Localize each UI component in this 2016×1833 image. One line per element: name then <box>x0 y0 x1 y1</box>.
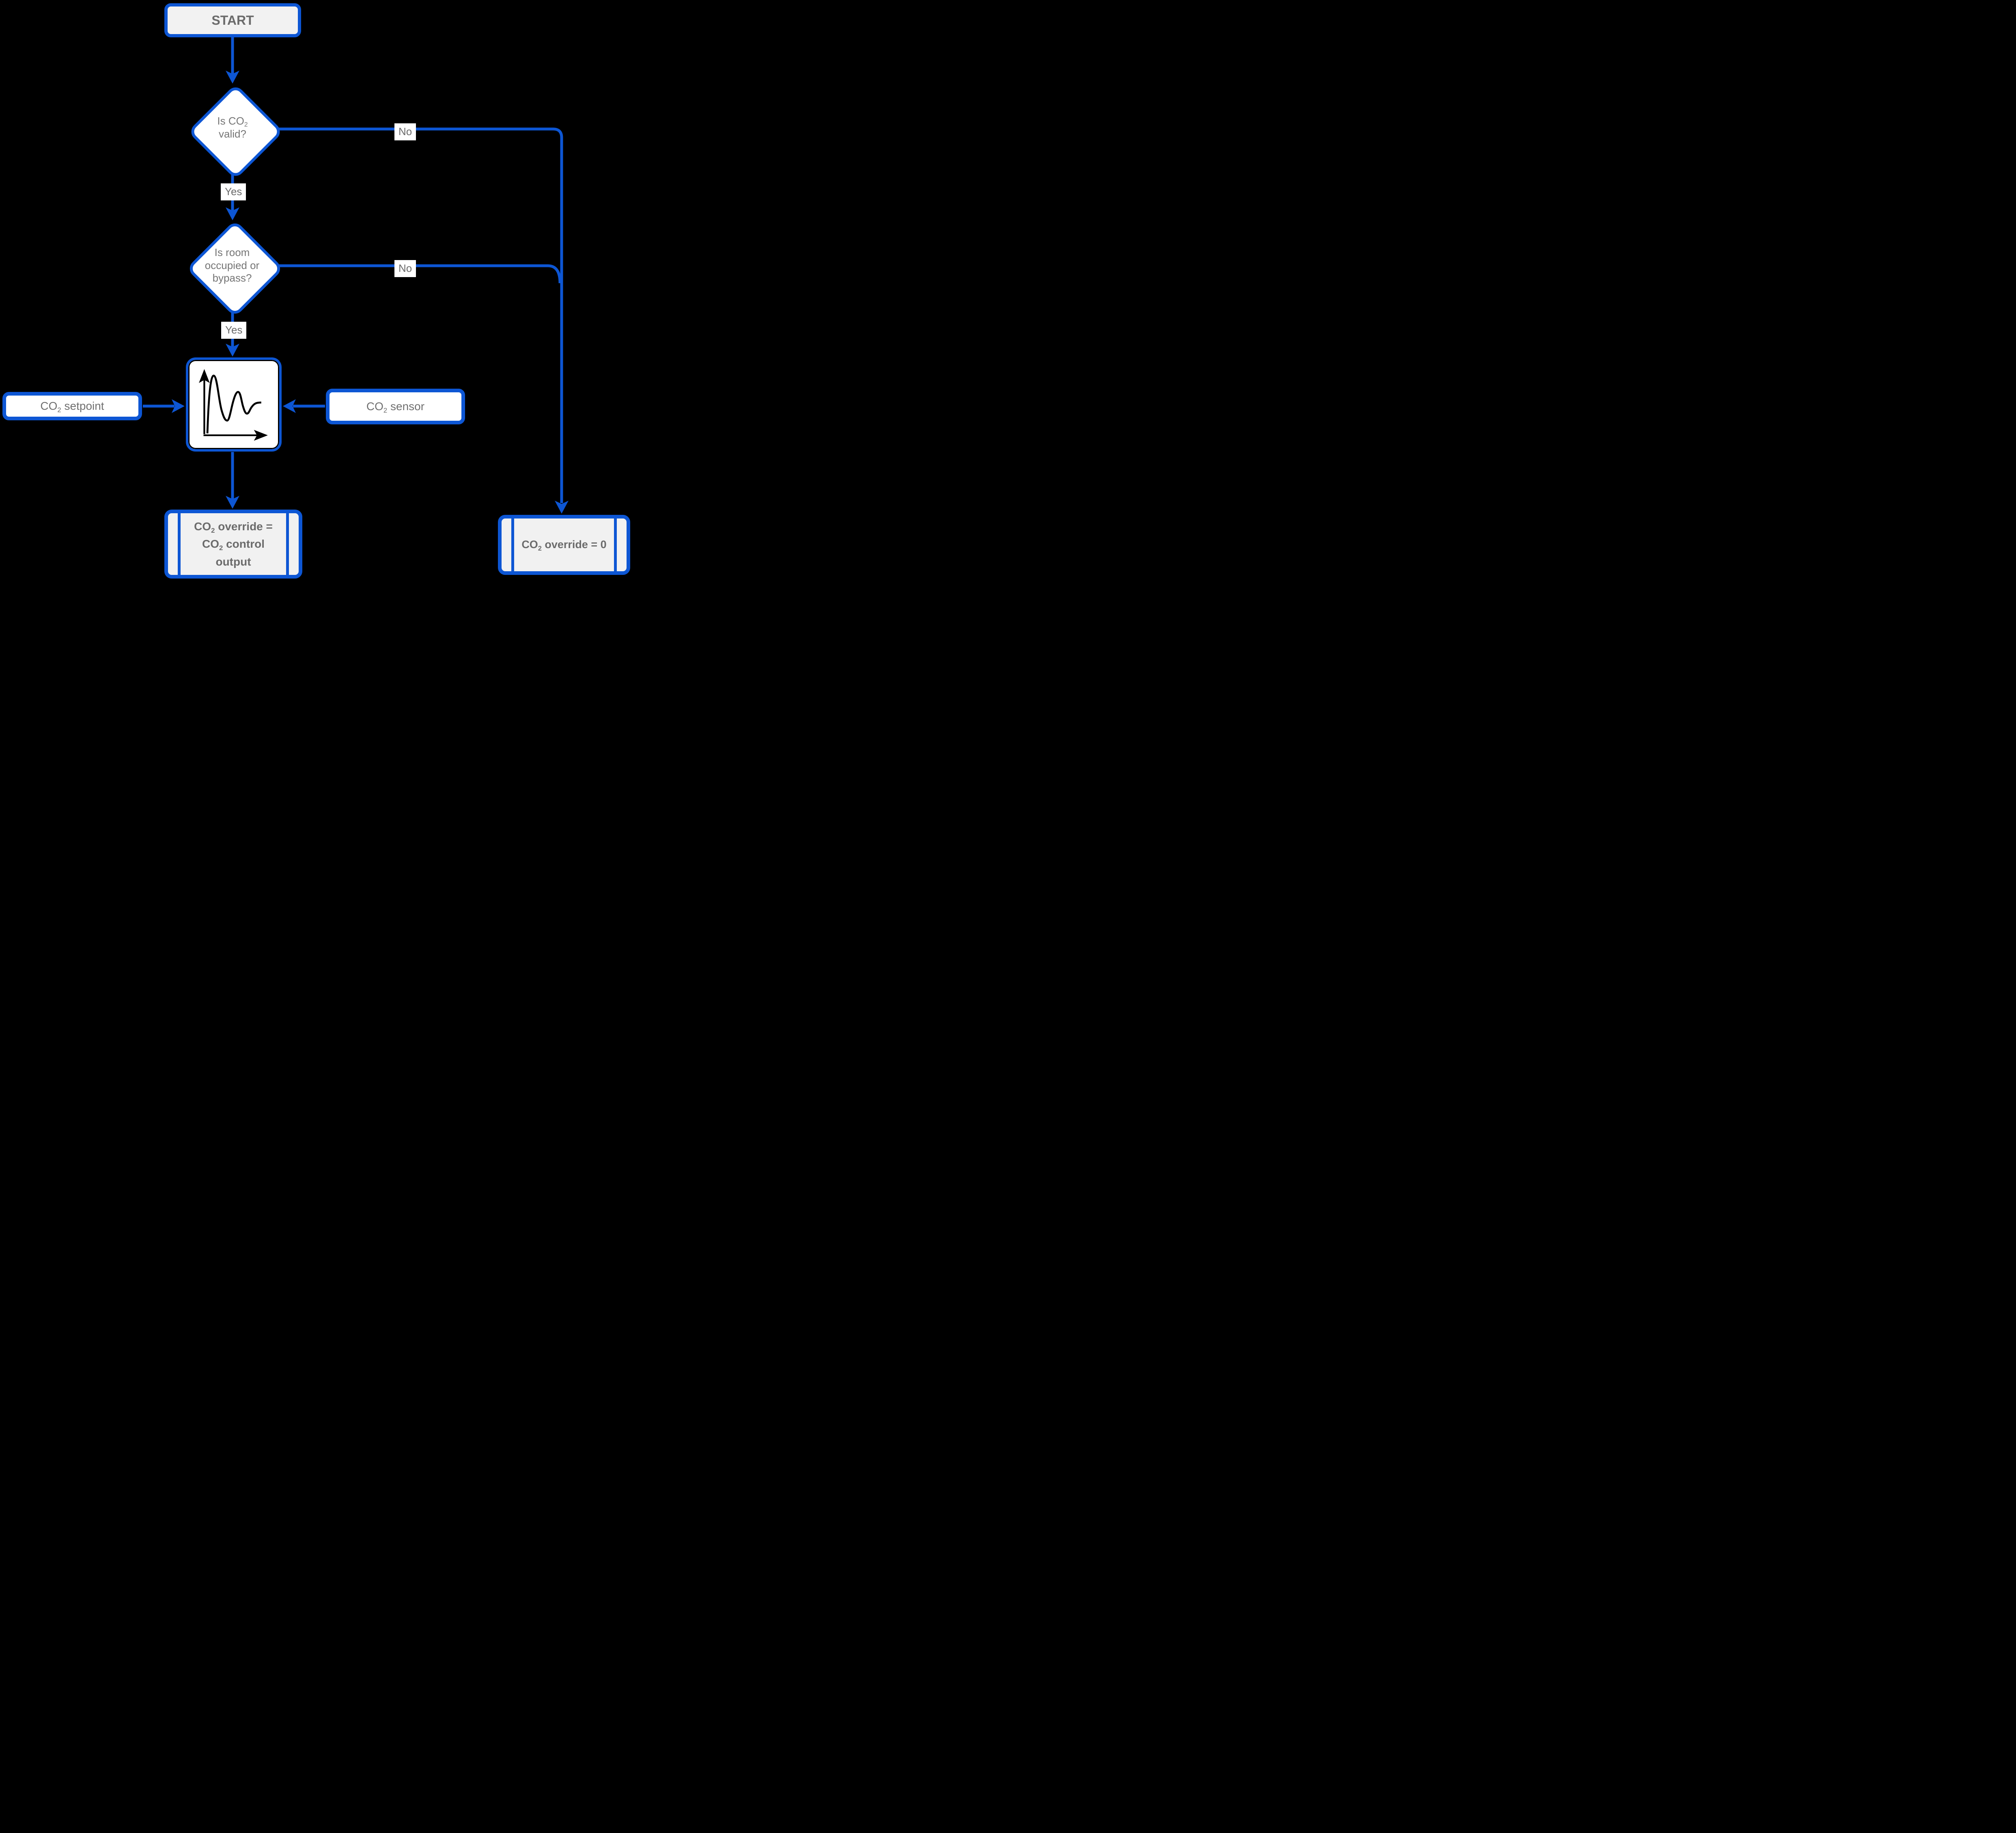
decision-room-occupied-label: Is room occupied or bypass? <box>205 246 260 284</box>
icon-x-arrowhead <box>254 430 268 441</box>
flow-connectors <box>143 37 569 514</box>
co2-sensor-label: CO2 sensor <box>366 400 425 414</box>
subscript-2: 2 <box>57 406 61 414</box>
co2-override-assign-process: CO2 override = CO2 control output <box>164 510 302 579</box>
pid-control-process <box>186 357 282 452</box>
predefined-process-right-bar <box>614 518 617 571</box>
pid-response-curve-icon <box>199 369 268 441</box>
arrowhead-into-output-assign <box>226 496 239 509</box>
flowchart-canvas: START Is CO2 valid? Is room occupied or … <box>0 0 636 579</box>
decision-co2-valid-label: Is CO2 valid? <box>217 115 248 140</box>
predefined-process-left-bar <box>511 518 514 571</box>
co2-setpoint-input: CO2 setpoint <box>2 392 142 420</box>
arrowhead-into-decision1 <box>226 71 239 84</box>
predefined-process-right-bar <box>286 513 289 575</box>
icon-y-arrowhead <box>199 369 210 383</box>
arrowhead-into-chart-top <box>226 344 239 357</box>
start-terminator: START <box>164 3 301 37</box>
edge-label-no-1: No <box>394 123 416 140</box>
edge-label-no-2: No <box>394 260 416 277</box>
co2-setpoint-label: CO2 setpoint <box>40 400 104 414</box>
arrowhead-into-override-zero <box>555 501 569 514</box>
edge-label-yes-1: Yes <box>221 183 246 200</box>
co2-override-zero-label: CO2 override = 0 <box>521 538 607 552</box>
co2-sensor-input: CO2 sensor <box>326 389 465 424</box>
subscript-2: 2 <box>383 406 388 414</box>
icon-damped-curve <box>206 374 261 434</box>
edge-label-yes-2: Yes <box>221 322 247 339</box>
subscript-2: 2 <box>211 526 215 534</box>
arrowhead-into-chart-left <box>172 399 185 413</box>
predefined-process-left-bar <box>178 513 181 575</box>
arrowhead-into-decision2 <box>226 207 239 220</box>
subscript-2: 2 <box>219 544 223 552</box>
co2-override-zero-process: CO2 override = 0 <box>498 515 630 575</box>
subscript-2: 2 <box>244 121 248 129</box>
subscript-2: 2 <box>538 544 542 552</box>
edge-decision2-no <box>277 264 562 284</box>
start-label: START <box>211 13 254 28</box>
co2-override-assign-label: CO2 override = CO2 control output <box>194 520 273 568</box>
edge-decision1-no <box>278 127 563 503</box>
arrowhead-into-chart-right <box>283 399 296 413</box>
